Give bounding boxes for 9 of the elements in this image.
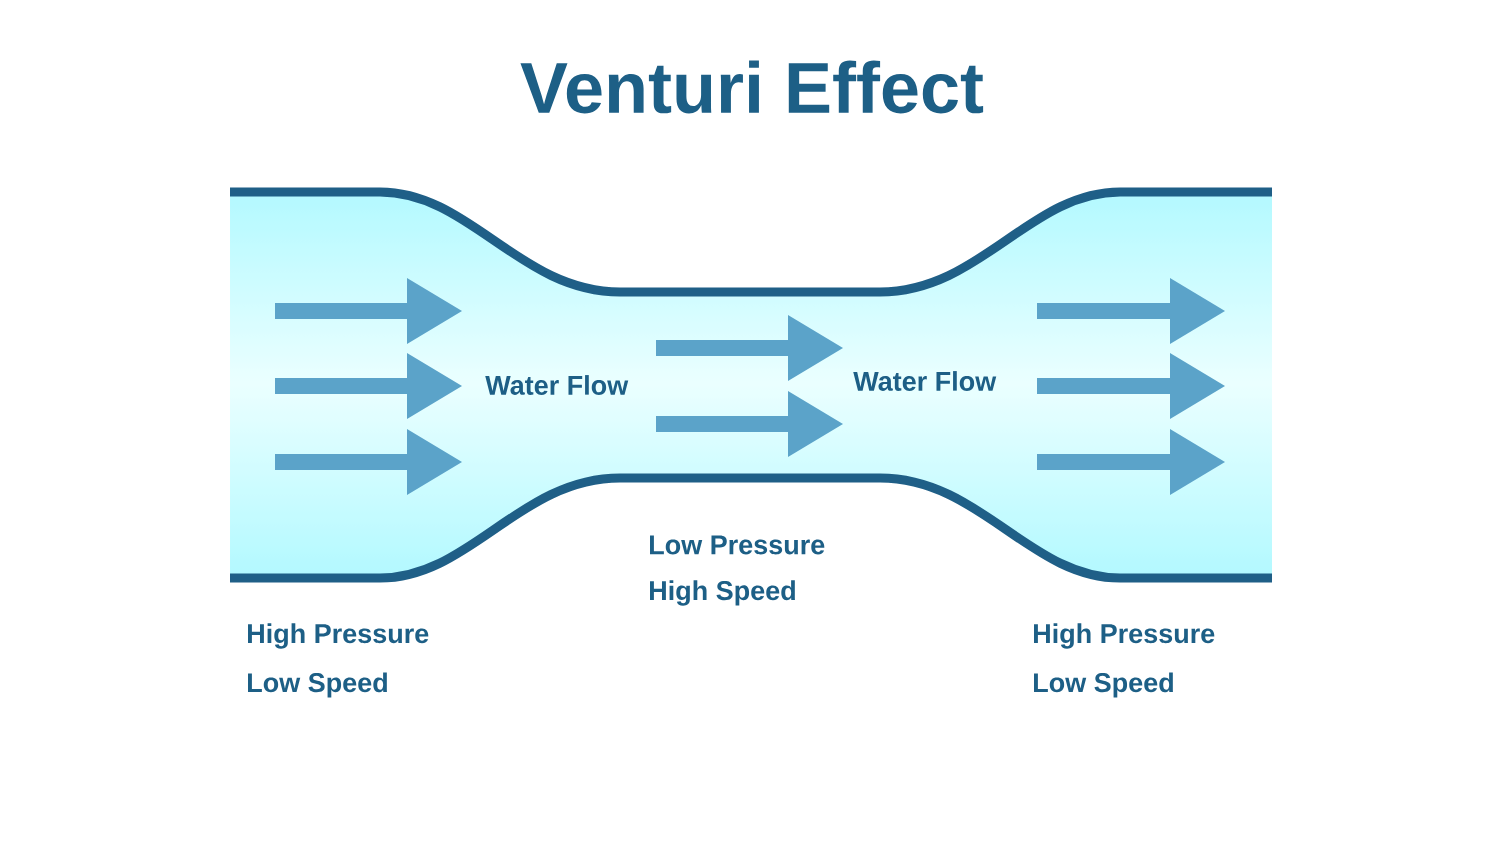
title: Venturi Effect xyxy=(520,60,984,114)
flow-label: Water Flow xyxy=(485,375,629,395)
condition-label: Low Speed xyxy=(1034,672,1173,698)
condition-label: High Pressure xyxy=(248,623,429,649)
condition-label: Low Speed xyxy=(248,672,387,698)
condition-label: Low Pressure xyxy=(650,535,825,555)
flow-label: Water Flow xyxy=(853,371,997,391)
condition-label: High Pressure xyxy=(1034,623,1215,649)
condition-label: High Speed xyxy=(650,580,795,606)
